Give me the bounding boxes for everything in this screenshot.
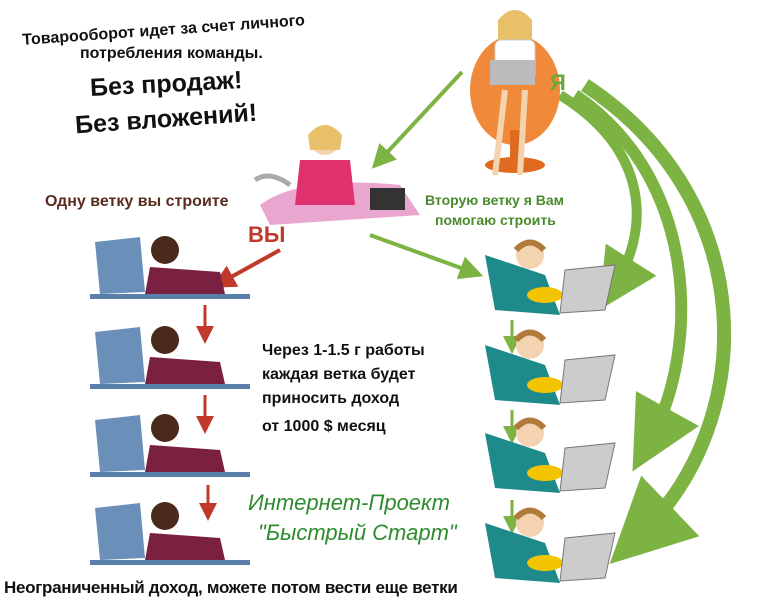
me-label: Я bbox=[550, 70, 566, 95]
curved-arrow-3 bbox=[581, 79, 732, 565]
arrow-you-to-right bbox=[369, 233, 484, 280]
right-branch-label-2: помогаю строить bbox=[435, 212, 556, 228]
person-icon bbox=[151, 502, 179, 530]
you-figure bbox=[253, 125, 420, 225]
curved-arrow-2 bbox=[571, 90, 699, 472]
project-title: Интернет-Проект bbox=[248, 490, 450, 515]
income-line2: каждая ветка будет bbox=[262, 366, 416, 383]
right-branch-label-1: Вторую ветку я Вам bbox=[425, 192, 565, 208]
laptop-icon bbox=[95, 503, 145, 560]
person-icon bbox=[151, 326, 179, 354]
laptop-icon bbox=[559, 442, 616, 492]
arrow-you-to-left bbox=[211, 248, 281, 288]
laptop-icon bbox=[95, 327, 145, 384]
project-name: "Быстрый Старт" bbox=[258, 520, 457, 545]
left-branch-label: Одну ветку вы строите bbox=[45, 193, 229, 210]
laptop-icon bbox=[559, 532, 616, 582]
curved-arrow-1 bbox=[557, 90, 657, 311]
income-line1: Через 1-1.5 г работы bbox=[262, 342, 425, 359]
header-line2: потребления команды. bbox=[80, 45, 263, 62]
laptop-icon bbox=[559, 354, 616, 404]
you-label: ВЫ bbox=[248, 222, 286, 247]
footer-text: Неограниченный доход, можете потом вести… bbox=[4, 578, 458, 597]
laptop-icon bbox=[95, 415, 145, 472]
laptop-icon bbox=[559, 264, 616, 314]
income-line3: приносить доход bbox=[262, 390, 400, 407]
laptop-icon bbox=[95, 237, 145, 294]
person-icon bbox=[151, 236, 179, 264]
mentor-figure bbox=[470, 10, 560, 176]
income-line4: от 1000 $ месяц bbox=[262, 418, 386, 435]
arrow-me-to-you bbox=[371, 70, 464, 169]
person-icon bbox=[151, 414, 179, 442]
